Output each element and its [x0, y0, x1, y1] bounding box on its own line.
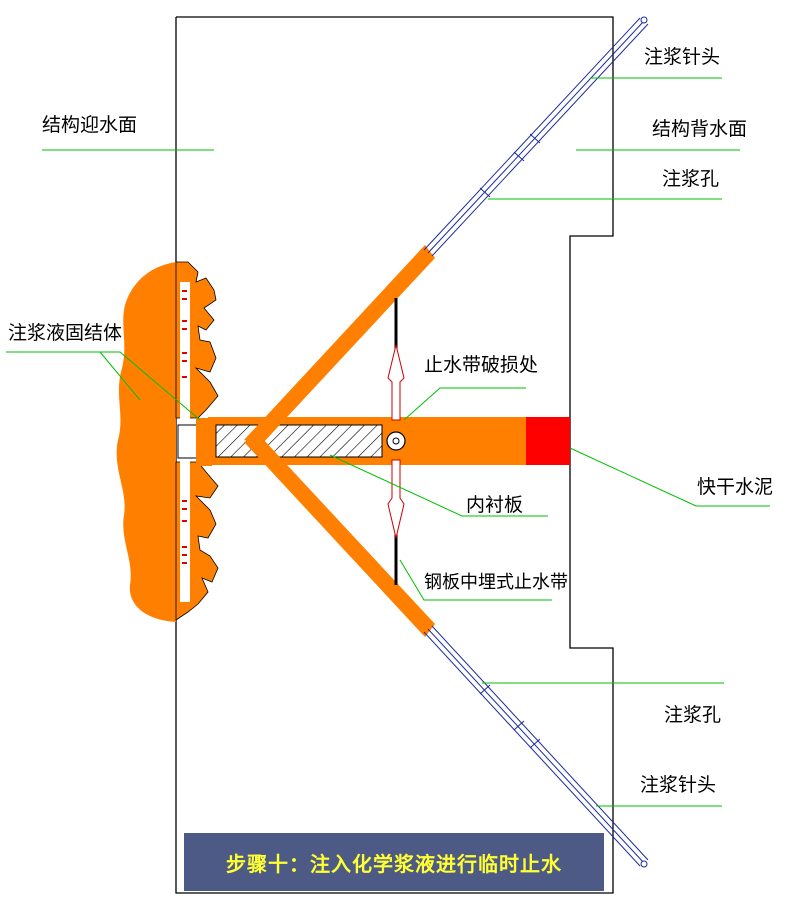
label-upstream-face: 结构迎水面 — [42, 114, 138, 136]
label-grout-needle-top: 注浆针头 — [644, 46, 721, 68]
label-quick-cement: 快干水泥 — [697, 476, 774, 498]
label-grout-hole-bottom: 注浆孔 — [664, 704, 722, 726]
label-grout-solid: 注浆液固结体 — [8, 322, 123, 344]
grout-needle-upper — [423, 16, 649, 257]
grout-channel-lower — [244, 438, 435, 637]
label-liner-plate: 内衬板 — [466, 494, 524, 516]
leader-lines — [6, 77, 770, 807]
grout-solid-body — [116, 262, 176, 622]
damage-lower — [387, 459, 405, 539]
caption-box: 步骤十：注入化学浆液进行临时止水 — [184, 833, 604, 891]
red-ticks — [182, 290, 187, 564]
structure-outline — [175, 16, 614, 894]
label-grout-hole-top: 注浆孔 — [662, 168, 720, 190]
label-downstream-face: 结构背水面 — [652, 118, 748, 140]
grout-channel-upper — [244, 245, 435, 444]
label-grout-needle-bottom: 注浆针头 — [640, 774, 717, 796]
damage-upper — [387, 344, 405, 421]
label-waterstop-damage: 止水带破损处 — [424, 354, 539, 376]
quick-cement-block — [526, 417, 570, 465]
caption-text: 步骤十：注入化学浆液进行临时止水 — [226, 851, 562, 876]
liner-plate-hatch-fill — [216, 425, 382, 457]
grout-needle-lower — [423, 625, 649, 868]
label-embedded-waterstop: 钢板中埋式止水带 — [424, 572, 568, 593]
damage-bolt-center — [392, 437, 400, 445]
